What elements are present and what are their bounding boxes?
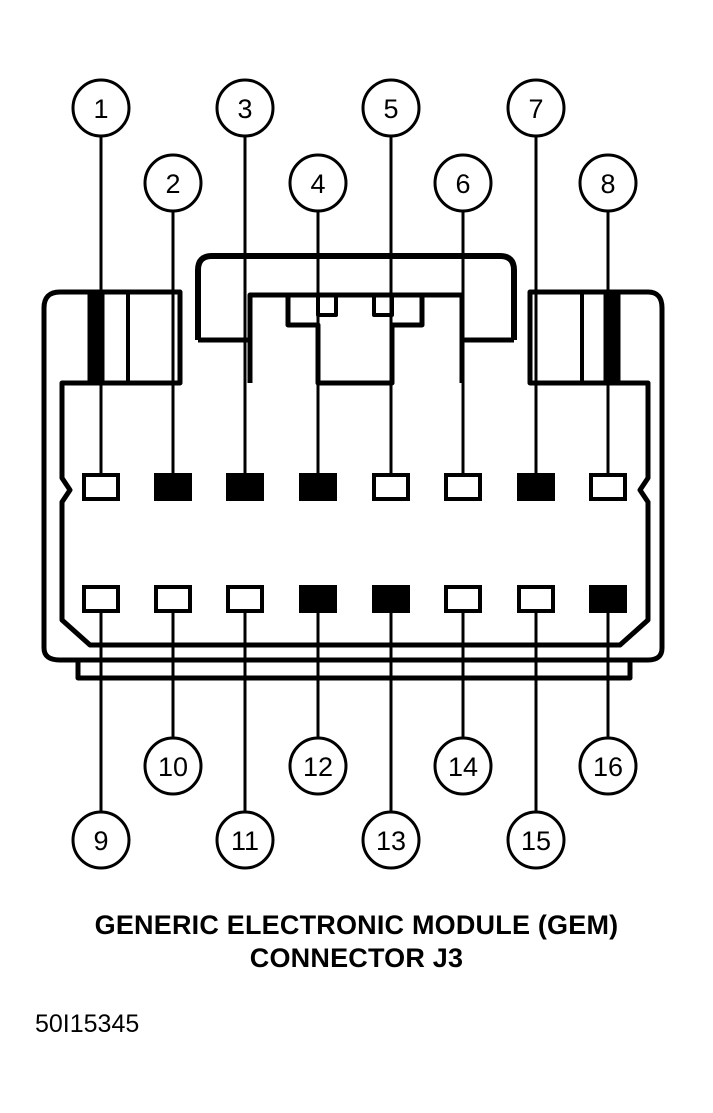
pin-terminal <box>589 473 627 501</box>
pin-12: 12 <box>288 585 348 796</box>
key-notch-left <box>316 293 338 317</box>
pin-number-label: 10 <box>158 752 188 782</box>
pin-terminal <box>517 473 555 501</box>
pin-14: 14 <box>433 585 493 796</box>
diagram-subtitle: CONNECTOR J3 <box>249 943 464 973</box>
pin-7: 7 <box>506 78 566 501</box>
pin-number-label: 15 <box>521 826 551 856</box>
pin-number-label: 12 <box>303 752 333 782</box>
pin-3: 3 <box>215 78 275 501</box>
pin-callout-circle <box>288 153 348 213</box>
pin-terminal <box>517 585 555 613</box>
pin-number-label: 6 <box>455 169 470 199</box>
pin-terminal <box>82 585 120 613</box>
pin-13: 13 <box>361 585 421 870</box>
pin-terminal <box>226 585 264 613</box>
pin-11: 11 <box>215 585 275 870</box>
key-notch-right <box>372 293 394 317</box>
pin-5: 5 <box>361 78 421 501</box>
connector-latch <box>195 253 517 340</box>
pin-callout-circle <box>215 78 275 138</box>
diagram-title: GENERIC ELECTRONIC MODULE (GEM) <box>94 910 619 940</box>
pin-number-label: 11 <box>231 826 259 856</box>
pin-9: 9 <box>71 585 131 870</box>
pin-number-label: 2 <box>165 169 180 199</box>
pin-callout-circle <box>433 736 493 796</box>
pin-terminal <box>154 473 192 501</box>
pin-1: 1 <box>71 78 131 501</box>
pin-terminal <box>82 473 120 501</box>
pin-terminal <box>299 473 337 501</box>
connector-body <box>41 253 665 681</box>
pin-callout-circle <box>143 153 203 213</box>
pin-terminal <box>589 585 627 613</box>
right-rib <box>603 291 621 384</box>
pin-callout-circle <box>288 736 348 796</box>
pin-number-label: 8 <box>600 169 615 199</box>
pin-number-label: 16 <box>593 752 623 782</box>
pin-callout-circle <box>71 810 131 870</box>
pin-number-label: 4 <box>310 169 325 199</box>
pin-6: 6 <box>433 153 493 501</box>
pin-number-label: 7 <box>528 94 543 124</box>
pin-callout-circle <box>361 810 421 870</box>
center-key <box>285 295 425 386</box>
pin-terminal <box>154 585 192 613</box>
pin-number-label: 9 <box>93 826 108 856</box>
pin-number-label: 14 <box>448 752 478 782</box>
pin-callout-circle <box>433 153 493 213</box>
pin-number-label: 1 <box>93 94 108 124</box>
pin-2: 2 <box>143 153 203 501</box>
figure-id: 50I15345 <box>35 1010 140 1038</box>
pin-10: 10 <box>143 585 203 796</box>
pin-terminal <box>444 585 482 613</box>
pin-terminal <box>372 585 410 613</box>
pin-callout-circle <box>71 78 131 138</box>
pin-callout-circle <box>578 153 638 213</box>
pin-number-label: 5 <box>383 94 398 124</box>
pin-callout-circle <box>143 736 203 796</box>
pin-callout-circle <box>506 810 566 870</box>
pin-callout-circle <box>506 78 566 138</box>
connector-base <box>75 660 633 681</box>
pin-15: 15 <box>506 585 566 870</box>
pin-callout-circle <box>361 78 421 138</box>
pin-number-label: 13 <box>376 826 406 856</box>
pin-terminal <box>299 585 337 613</box>
pin-8: 8 <box>578 153 638 501</box>
connector-shell <box>41 289 665 663</box>
pin-terminal <box>226 473 264 501</box>
pin-callout-circle <box>215 810 275 870</box>
pin-number-label: 3 <box>237 94 252 124</box>
pin-callout-circle <box>578 736 638 796</box>
pin-4: 4 <box>288 153 348 501</box>
pin-terminal <box>444 473 482 501</box>
pin-terminal <box>372 473 410 501</box>
pin-16: 16 <box>578 585 638 796</box>
